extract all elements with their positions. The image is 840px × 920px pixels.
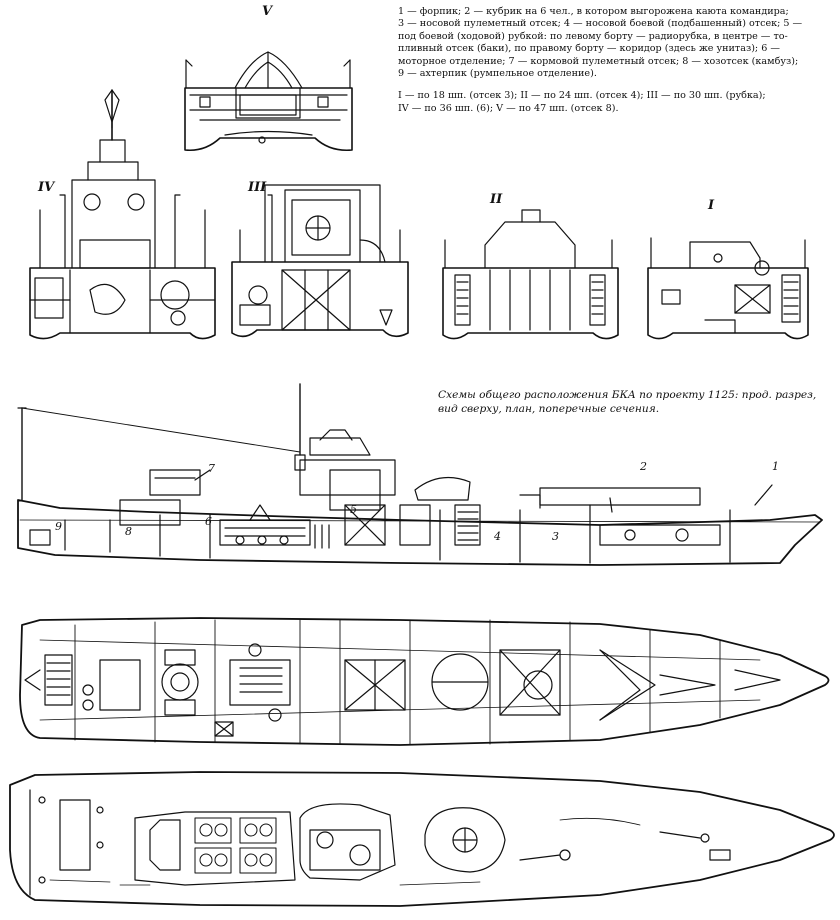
cross-section-iii xyxy=(231,184,409,338)
sections-line: I — по 18 шп. (отсек 3); II — по 24 шп. … xyxy=(398,90,766,102)
longitudinal-profile xyxy=(17,383,823,566)
legend-line: 9 — ахтерпик (румпельное отделение). xyxy=(398,68,597,80)
section-label-iv: IV xyxy=(38,180,55,195)
legend-line: под боевой (ходовой) рубкой: по левому б… xyxy=(398,30,788,42)
sections-line: IV — по 36 шп. (6); V — по 47 шп. (отсек… xyxy=(398,102,619,114)
section-label-i: I xyxy=(708,198,715,213)
top-outer-view xyxy=(9,771,835,907)
compartment-legend: 1 — форпик; 2 — кубрик на 6 чел., в кото… xyxy=(398,6,834,115)
section-label-v: V xyxy=(262,4,273,19)
legend-line: 3 — носовой пулеметный отсек; 4 — носово… xyxy=(398,18,803,30)
deck-plan-view xyxy=(19,617,830,746)
legend-line: 1 — форпик; 2 — кубрик на 6 чел., в кото… xyxy=(398,6,789,17)
cross-section-iv xyxy=(29,89,216,340)
profile-number-9: 9 xyxy=(55,520,62,533)
profile-number-6: 6 xyxy=(205,515,212,528)
profile-number-1: 1 xyxy=(772,460,779,473)
profile-number-7: 7 xyxy=(208,462,215,475)
section-label-iii: III xyxy=(248,180,267,195)
profile-number-5: 5 xyxy=(350,503,357,516)
section-label-ii: II xyxy=(490,192,503,207)
figure-caption: Схемы общего расположения БКА по проекту… xyxy=(438,389,817,415)
profile-number-8: 8 xyxy=(125,525,132,538)
legend-line: моторное отделение; 7 — кормовой пулемет… xyxy=(398,55,799,67)
cross-section-ii xyxy=(442,209,619,340)
profile-number-2: 2 xyxy=(640,460,647,473)
cross-section-i xyxy=(647,237,809,340)
profile-number-4: 4 xyxy=(494,530,501,543)
cross-section-v xyxy=(184,51,353,152)
legend-line: пливный отсек (баки), по правому борту —… xyxy=(398,43,780,55)
profile-number-3: 3 xyxy=(552,530,559,543)
